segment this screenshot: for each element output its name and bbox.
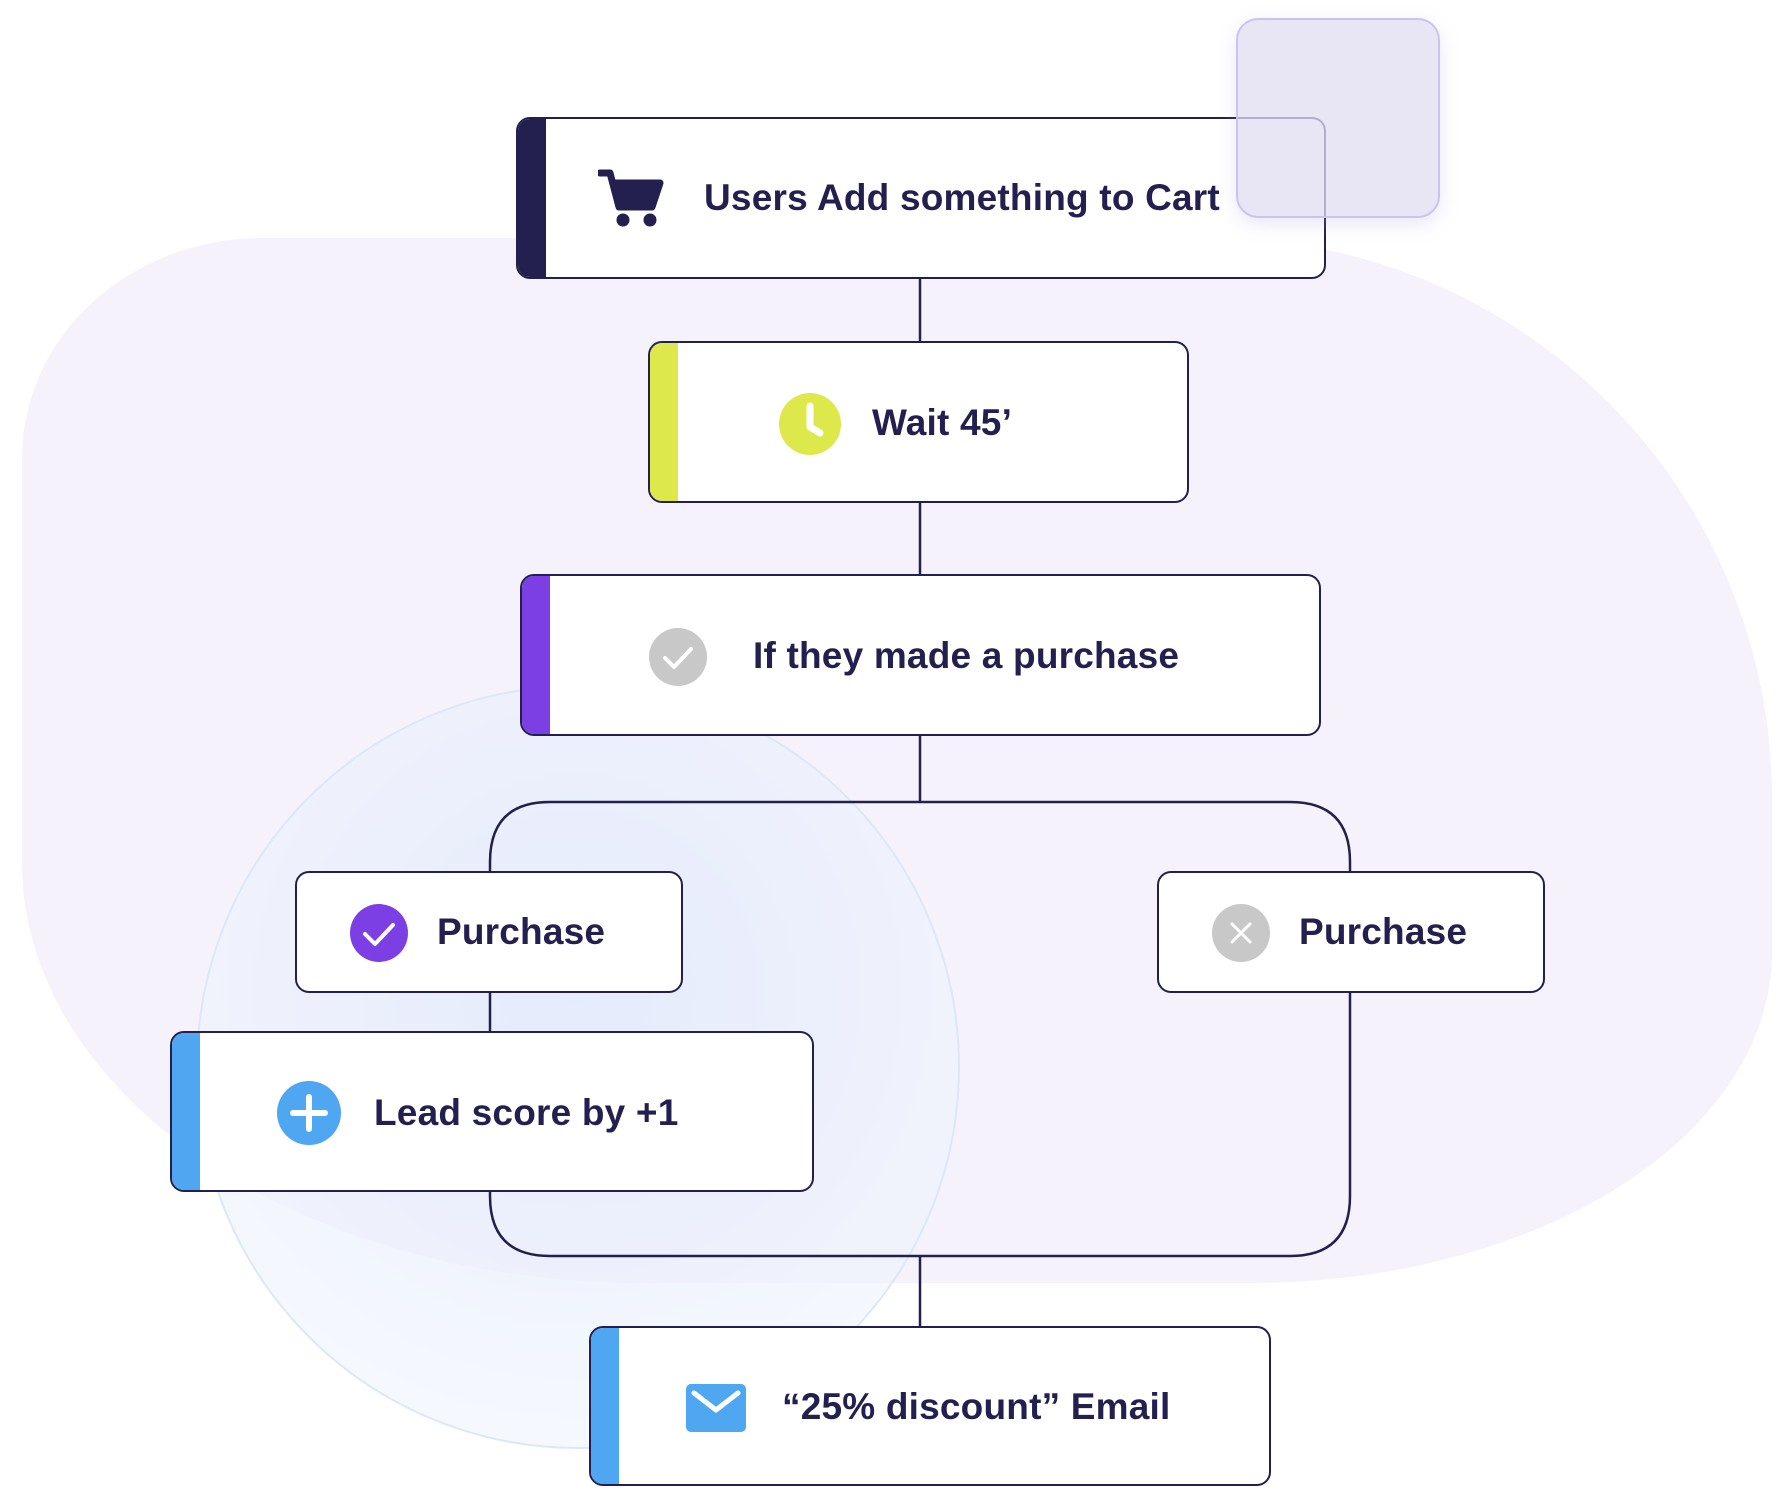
- trigger-accent-bar: [518, 119, 546, 277]
- lead-score-node[interactable]: Lead score by +1: [170, 1031, 814, 1192]
- check-circle-purple-icon: [349, 903, 409, 963]
- wait-label: Wait 45’: [872, 402, 1013, 443]
- branch-yes-node[interactable]: Purchase: [295, 871, 683, 993]
- lead-score-accent-bar: [172, 1033, 200, 1190]
- wait-accent-bar: [650, 343, 678, 501]
- email-node[interactable]: “25% discount” Email: [589, 1326, 1271, 1486]
- condition-accent-bar: [522, 576, 550, 734]
- decorative-glass-square: [1236, 18, 1440, 218]
- condition-label: If they made a purchase: [753, 635, 1180, 676]
- plus-circle-icon: [276, 1080, 342, 1146]
- wait-node[interactable]: Wait 45’: [648, 341, 1189, 503]
- branch-no-label: Purchase: [1299, 911, 1468, 952]
- branch-no-node[interactable]: Purchase: [1157, 871, 1545, 993]
- lead-score-label: Lead score by +1: [374, 1092, 679, 1133]
- shopping-cart-icon: [598, 167, 664, 229]
- x-circle-gray-icon: [1211, 903, 1271, 963]
- trigger-node[interactable]: Users Add something to Cart: [516, 117, 1326, 279]
- email-label: “25% discount” Email: [782, 1386, 1171, 1427]
- condition-node[interactable]: If they made a purchase: [520, 574, 1321, 736]
- check-circle-gray-icon: [648, 627, 708, 687]
- branch-yes-label: Purchase: [437, 911, 606, 952]
- trigger-label: Users Add something to Cart: [704, 177, 1220, 218]
- connector-branch-split: [488, 800, 1352, 872]
- clock-icon: [778, 392, 842, 456]
- envelope-icon: [686, 1384, 746, 1432]
- email-accent-bar: [591, 1328, 619, 1484]
